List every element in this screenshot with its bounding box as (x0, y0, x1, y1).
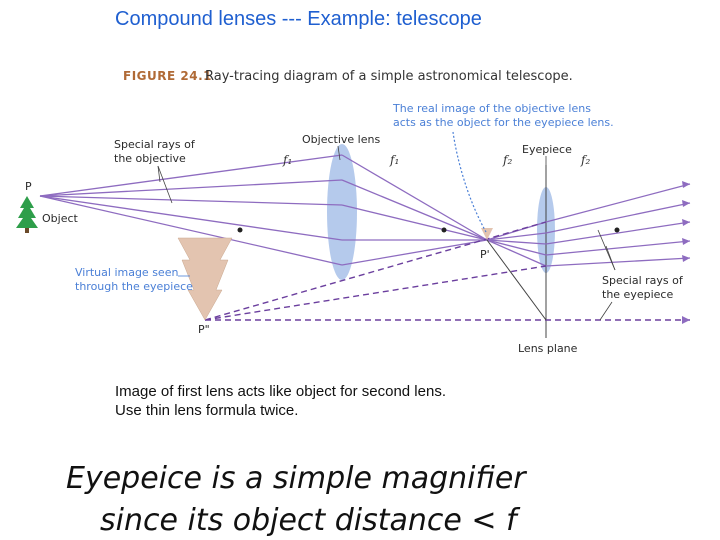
notes-text: Image of first lens acts like object for… (115, 382, 446, 420)
slide-title: Compound lenses --- Example: telescope (115, 8, 482, 30)
label-real-image-note-2: acts as the object for the eyepiece lens… (393, 116, 614, 129)
handwriting-line-2: since its object distance < f (100, 503, 521, 538)
label-f1-left: f₁ (282, 153, 292, 167)
label-objective-lens: Objective lens (302, 133, 380, 146)
label-special-rays-eyepiece-2: the eyepiece (602, 288, 673, 301)
label-virtual-image-1: Virtual image seen (75, 266, 178, 279)
ray-arrowheads (682, 181, 690, 324)
lens-plane-ray (486, 239, 547, 321)
focal-points (237, 227, 620, 233)
handwriting-line-1: Eyepeice is a simple magnifier (66, 461, 527, 496)
label-p: P (25, 180, 32, 193)
virtual-image-icon (177, 237, 233, 321)
label-special-rays-objective-1: Special rays of (114, 138, 196, 151)
figure-number: FIGURE 24.1 (123, 69, 212, 83)
label-p-double-prime: P" (198, 323, 210, 336)
objective-rays (39, 154, 488, 266)
notes-line-1: Image of first lens acts like object for… (115, 383, 446, 400)
label-p-prime: P' (480, 248, 490, 261)
label-real-image-note-1: The real image of the objective lens (392, 102, 591, 115)
label-f2-left: f₂ (502, 153, 512, 167)
eyepiece-rays (486, 183, 691, 267)
label-f2-right: f₂ (580, 153, 590, 167)
label-lens-plane: Lens plane (518, 342, 578, 355)
object-tree-icon (16, 196, 38, 233)
label-virtual-image-2: through the eyepiece (75, 280, 193, 293)
figure-caption: Ray-tracing diagram of a simple astronom… (205, 69, 573, 84)
label-f1-right: f₁ (389, 153, 399, 167)
label-eyepiece: Eyepiece (522, 143, 572, 156)
virtual-rays (204, 221, 690, 321)
real-image-pointer (452, 131, 487, 233)
real-image-icon (481, 228, 493, 240)
label-object: Object (42, 212, 79, 225)
label-special-rays-objective-2: the objective (114, 152, 186, 165)
objective-lens (327, 144, 357, 280)
notes-line-2: Use thin lens formula twice. (115, 402, 299, 419)
label-special-rays-eyepiece-1: Special rays of (602, 274, 684, 287)
